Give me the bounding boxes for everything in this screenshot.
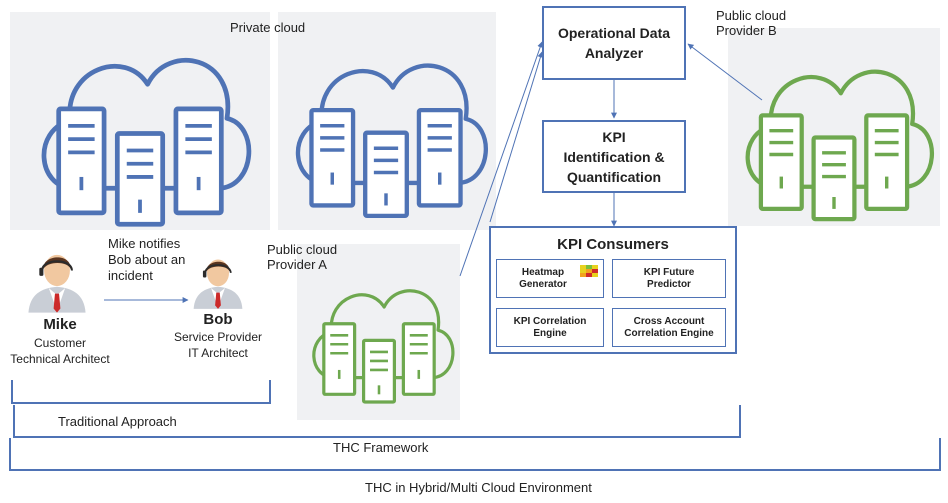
thc-framework-label: THC Framework (333, 440, 429, 455)
traditional-approach-label: Traditional Approach (58, 414, 177, 429)
person-icon-mike (27, 253, 87, 314)
kpi-future-predictor-box: KPI Future Predictor (612, 259, 726, 298)
arrow-cloud-b-to-oda (687, 43, 763, 101)
heatmap-generator-box: Heatmap Generator (496, 259, 604, 298)
person-icon-bob (192, 258, 244, 310)
bob-role: Service Provider IT Architect (173, 330, 263, 360)
arrow-cloud-a-to-oda (459, 41, 544, 277)
public-cloud-b-label: Public cloud Provider B (716, 8, 787, 38)
cross-account-correlation-box: Cross Account Correlation Engine (612, 308, 726, 347)
thc-hybrid-label: THC in Hybrid/Multi Cloud Environment (365, 480, 592, 495)
mike-name: Mike (43, 316, 77, 333)
traditional-approach-bracket (11, 380, 271, 404)
kpi-consumers-title: KPI Consumers (557, 236, 669, 253)
thc-hybrid-bracket (9, 438, 941, 471)
thc-framework-bracket (13, 405, 741, 438)
mike-role: Customer Technical Architect (10, 336, 110, 366)
mike-notifies-label: Mike notifies Bob about an incident (108, 236, 186, 283)
bob-name: Bob (203, 311, 233, 328)
kpi-identification-box: KPI Identification & Quantification (542, 120, 686, 193)
operational-data-analyzer-box: Operational Data Analyzer (542, 6, 686, 80)
private-cloud-label: Private cloud (230, 20, 306, 35)
arrow-private-to-oda (489, 51, 544, 223)
kpi-correlation-engine-box: KPI Correlation Engine (496, 308, 604, 347)
public-cloud-a-label: Public cloud Provider A (267, 242, 338, 272)
